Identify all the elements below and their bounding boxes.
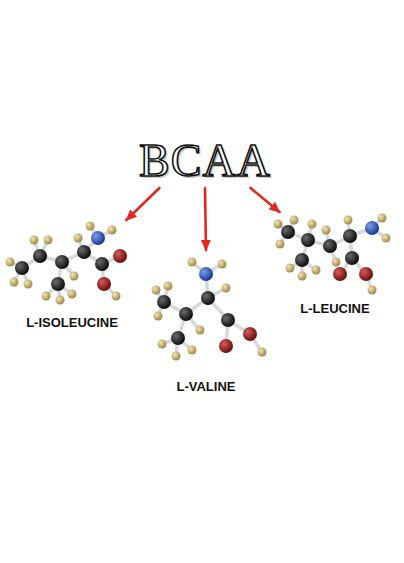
- hydrogen-atom: [56, 296, 65, 305]
- oxygen-atom: [359, 267, 373, 281]
- hydrogen-atom: [218, 260, 227, 269]
- hydrogen-atom: [322, 226, 331, 235]
- hydrogen-atom: [154, 312, 163, 321]
- molecule-node: L-LEUCINE: [272, 212, 398, 318]
- hydrogen-atom: [70, 272, 79, 281]
- hydrogen-atom: [42, 292, 51, 301]
- carbon-atom: [55, 255, 69, 269]
- molecule-node: L-ISOLEUCINE: [4, 220, 140, 332]
- oxygen-atom: [219, 339, 233, 353]
- arrow-connector: [205, 188, 206, 250]
- oxygen-atom: [113, 249, 127, 263]
- carbon-atom: [95, 257, 109, 271]
- molecule-node: L-VALINE: [146, 250, 266, 396]
- hydrogen-atom: [6, 258, 15, 267]
- hydrogen-atom: [112, 292, 121, 301]
- arrow-connector: [251, 188, 280, 212]
- carbon-atom: [33, 249, 47, 263]
- molecule-label: L-ISOLEUCINE: [26, 315, 118, 330]
- carbon-atom: [221, 313, 235, 327]
- hydrogen-atom: [332, 258, 341, 267]
- valine-molecule: [152, 258, 267, 361]
- hydrogen-atom: [222, 284, 231, 293]
- hydrogen-atom: [158, 340, 167, 349]
- molecule-label: L-VALINE: [177, 379, 236, 394]
- carbon-atom: [171, 331, 185, 345]
- title-text: BCAA: [139, 138, 271, 184]
- hydrogen-atom: [312, 266, 321, 275]
- carbon-atom: [179, 307, 193, 321]
- hydrogen-atom: [378, 214, 387, 223]
- hydrogen-atom: [24, 280, 33, 289]
- hydrogen-atom: [74, 234, 83, 243]
- carbon-atom: [281, 225, 295, 239]
- hydrogen-atom: [108, 226, 117, 235]
- isoleucine-molecule: [6, 222, 128, 305]
- hydrogen-atom: [10, 278, 19, 287]
- hydrogen-atom: [274, 220, 283, 229]
- hydrogen-atom: [298, 272, 307, 281]
- hydrogen-atom: [308, 220, 317, 229]
- hydrogen-atom: [172, 352, 181, 361]
- carbon-atom: [323, 239, 337, 253]
- carbon-atom: [201, 291, 215, 305]
- carbon-atom: [51, 277, 65, 291]
- hydrogen-atom: [382, 234, 391, 243]
- carbon-atom: [15, 261, 29, 275]
- hydrogen-atom: [290, 216, 299, 225]
- nitrogen-atom: [91, 231, 105, 245]
- hydrogen-atom: [344, 216, 353, 225]
- oxygen-atom: [243, 327, 257, 341]
- hydrogen-atom: [152, 286, 161, 295]
- nitrogen-atom: [199, 267, 213, 281]
- hydrogen-atom: [30, 236, 39, 245]
- hydrogen-atom: [44, 236, 53, 245]
- hydrogen-atom: [368, 286, 377, 295]
- leucine-molecule: [274, 214, 391, 295]
- carbon-atom: [301, 233, 315, 247]
- carbon-atom: [345, 251, 359, 265]
- oxygen-atom: [333, 267, 347, 281]
- hydrogen-atom: [164, 282, 173, 291]
- arrow-connector: [126, 188, 159, 220]
- hydrogen-atom: [68, 290, 77, 299]
- nitrogen-atom: [365, 221, 379, 235]
- molecule-label: L-LEUCINE: [300, 301, 369, 316]
- hydrogen-atom: [286, 264, 295, 273]
- carbon-atom: [77, 245, 91, 259]
- hydrogen-atom: [188, 346, 197, 355]
- hydrogen-atom: [86, 222, 95, 231]
- hydrogen-atom: [188, 258, 197, 267]
- carbon-atom: [295, 253, 309, 267]
- carbon-atom: [343, 229, 357, 243]
- hydrogen-atom: [196, 326, 205, 335]
- carbon-atom: [157, 295, 171, 309]
- title-node: BCAA: [129, 134, 281, 188]
- hydrogen-atom: [276, 240, 285, 249]
- hydrogen-atom: [258, 348, 267, 357]
- oxygen-atom: [97, 277, 111, 291]
